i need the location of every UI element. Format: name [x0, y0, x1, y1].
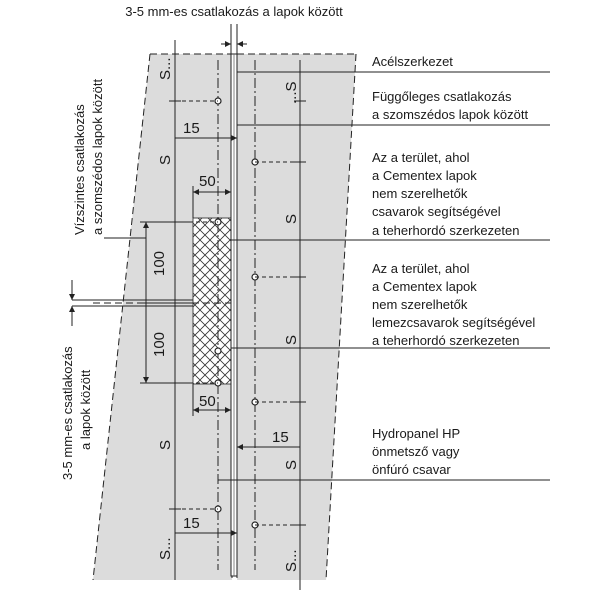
svg-text:Hydropanel HP: Hydropanel HP [372, 426, 460, 441]
screw-lines [217, 60, 256, 570]
svg-text:a lapok között: a lapok között [78, 369, 93, 450]
svg-text:Az a terület, ahol: Az a terület, ahol [372, 261, 470, 276]
dim-100-lower: 100 [151, 332, 168, 357]
svg-text:Acélszerkezet: Acélszerkezet [372, 54, 453, 69]
dim-s-right-mid2: S [283, 335, 300, 345]
hatch-dimension [140, 221, 193, 384]
svg-text:Függőleges csatlakozás: Függőleges csatlakozás [372, 89, 512, 104]
label-area-screws: Az a terület, ahol a Cementex lapok nem … [372, 150, 519, 238]
dim-s-left-lower: S [157, 440, 174, 450]
svg-text:a teherhordó szerkezeten: a teherhordó szerkezeten [372, 333, 519, 348]
dim-s-right-bottom: S... [283, 549, 300, 572]
dim-s-right-lower: S [283, 460, 300, 470]
dim-s-right-top: ...S [283, 81, 300, 104]
dim-50-top: 50 [199, 173, 216, 190]
label-hydropanel-screw: Hydropanel HP önmetsző vagy önfúró csava… [372, 426, 460, 477]
right-leader-lines [218, 71, 550, 481]
dim-15-mid-right: 15 [272, 429, 289, 446]
dim-15-lines [175, 135, 300, 536]
svg-text:a szomszédos lapok között: a szomszédos lapok között [90, 79, 105, 235]
svg-text:önfúró csavar: önfúró csavar [372, 462, 451, 477]
svg-text:a Cementex lapok: a Cementex lapok [372, 279, 477, 294]
svg-text:Az a terület, ahol: Az a terület, ahol [372, 150, 470, 165]
dim-s-left-top: S... [157, 57, 174, 80]
svg-text:önmetsző vagy: önmetsző vagy [372, 444, 460, 459]
label-steel: Acélszerkezet [372, 54, 453, 69]
svg-text:nem szerelhetők: nem szerelhetők [372, 297, 468, 312]
right-panel [237, 54, 356, 580]
label-vertical-joint: Függőleges csatlakozás a szomszédos lapo… [372, 89, 528, 122]
svg-text:nem szerelhetők: nem szerelhetők [372, 186, 468, 201]
svg-text:a teherhordó szerkezeten: a teherhordó szerkezeten [372, 223, 519, 238]
svg-text:csavarok segítségével: csavarok segítségével [372, 204, 501, 219]
label-horizontal-joint: Vízszintes csatlakozás a szomszédos lapo… [72, 79, 105, 235]
right-dimension-line [255, 60, 306, 590]
svg-text:Vízszintes csatlakozás: Vízszintes csatlakozás [72, 104, 87, 235]
label-gap-joint: 3-5 mm-es csatlakozás a lapok között [60, 346, 93, 480]
dim-s-right-mid1: S [283, 214, 300, 224]
svg-text:lemezcsavarok segítségével: lemezcsavarok segítségével [372, 315, 535, 330]
top-gap-marker [221, 24, 247, 54]
svg-text:a Cementex lapok: a Cementex lapok [372, 168, 477, 183]
top-gap-label: 3-5 mm-es csatlakozás a lapok között [125, 4, 343, 19]
dim-50-lines [192, 186, 231, 416]
svg-text:3-5 mm-es csatlakozás: 3-5 mm-es csatlakozás [60, 346, 75, 480]
dim-15-top: 15 [183, 120, 200, 137]
dim-s-left-bottom: S... [157, 537, 174, 560]
dim-s-left-mid: S [157, 155, 174, 165]
dim-15-bottom: 15 [183, 515, 200, 532]
left-leader-lines [69, 237, 193, 326]
left-panel [93, 54, 232, 580]
svg-text:a szomszédos lapok között: a szomszédos lapok között [372, 107, 528, 122]
dim-100-upper: 100 [151, 251, 168, 276]
label-area-sheet-screws: Az a terület, ahol a Cementex lapok nem … [372, 261, 535, 348]
dim-50-bottom: 50 [199, 393, 216, 410]
